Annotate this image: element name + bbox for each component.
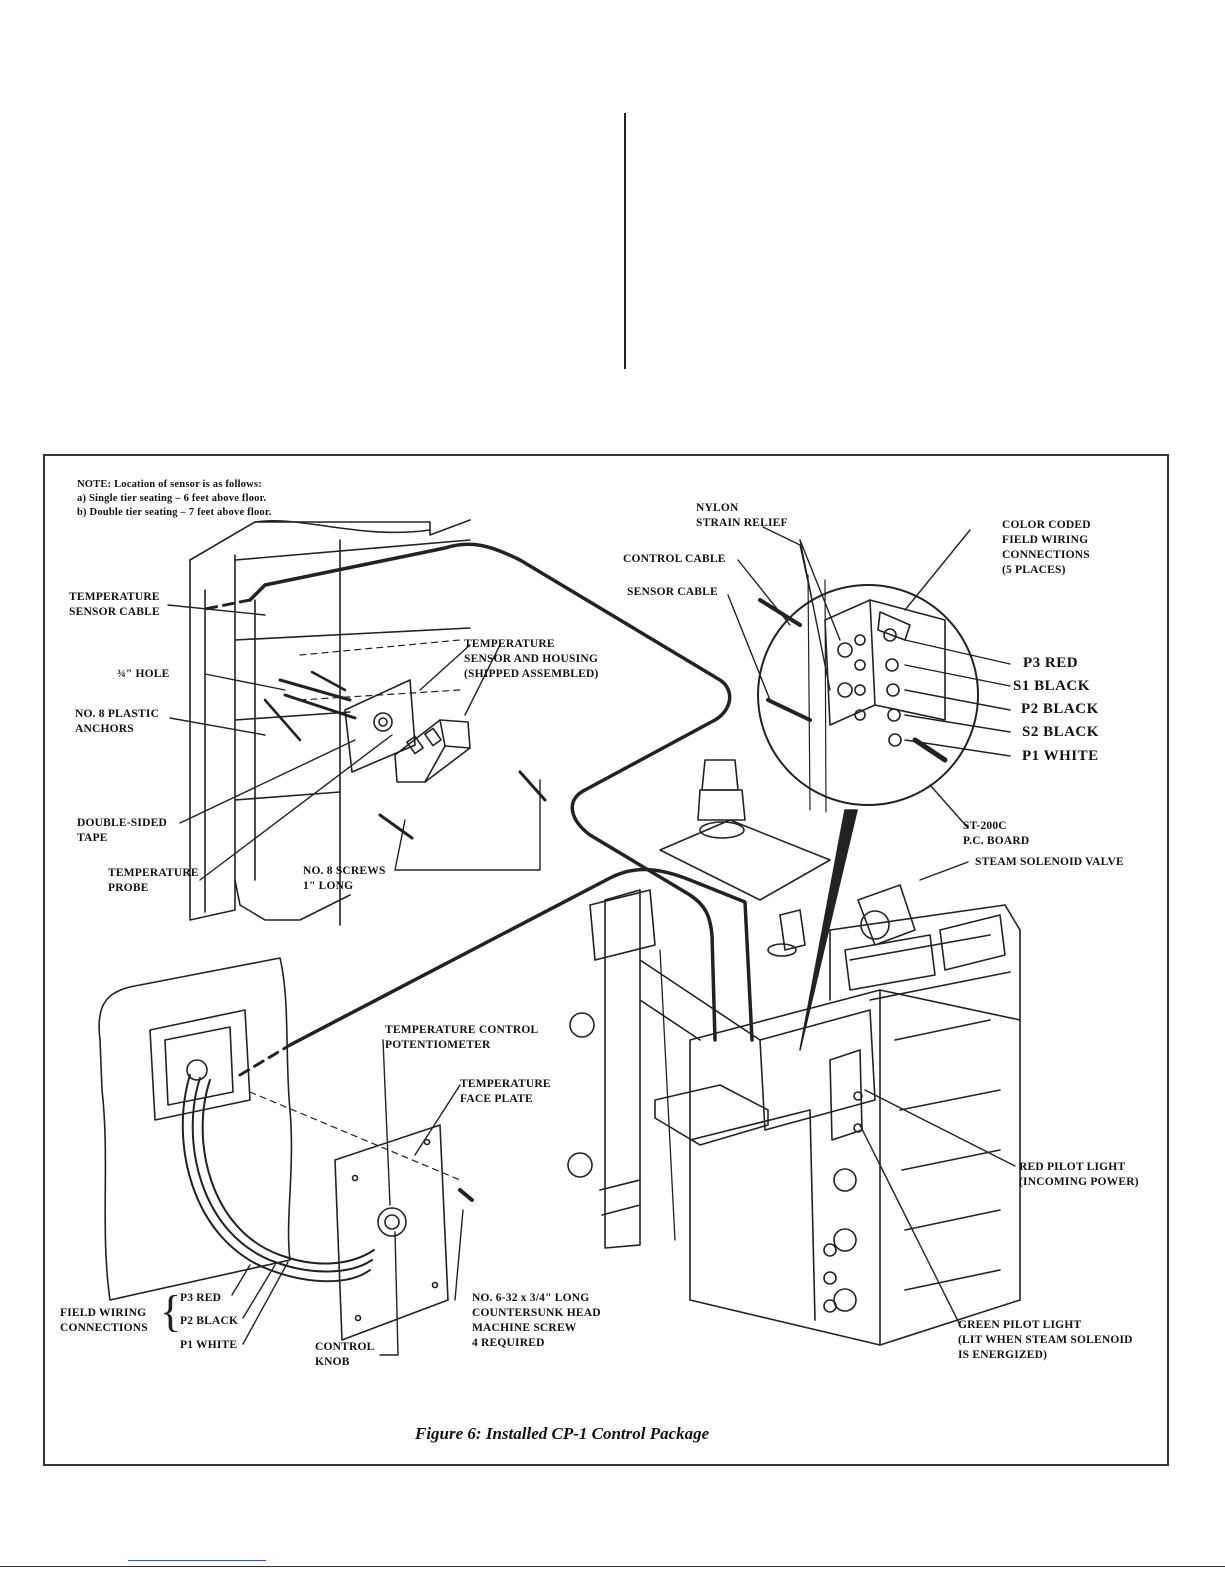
screws-and-anchors (263, 639, 547, 840)
label-nylon-strain-relief: NYLON STRAIN RELIEF (696, 502, 788, 529)
label-field-wire-p1-white: P1 WHITE (180, 1339, 238, 1351)
page-footer-rule (0, 1566, 1225, 1567)
label-terminal-s2-black: S2 BLACK (1022, 724, 1099, 740)
steam-generator-drawing (654, 904, 1021, 1346)
label-sensor-cable: SENSOR CABLE (627, 586, 718, 598)
solenoid-valve-drawing (767, 884, 1006, 991)
sauna-wall-drawing (189, 519, 471, 926)
field-wires-drawing (181, 1074, 375, 1283)
label-terminal-p2-black: P2 BLACK (1021, 701, 1099, 717)
sensor-cable-line (248, 542, 732, 1042)
leader-lines (167, 526, 1016, 1356)
control-cable-line (288, 867, 754, 1047)
label-control-knob: CONTROL KNOB (315, 1341, 375, 1368)
safety-valve-drawing (659, 759, 831, 901)
label-field-wire-p3-red: P3 RED (180, 1292, 222, 1304)
label-sensor-housing: TEMPERATURE SENSOR AND HOUSING (SHIPPED … (464, 638, 599, 680)
label-green-pilot-light: GREEN PILOT LIGHT (LIT WHEN STEAM SOLENO… (958, 1319, 1133, 1361)
figure-frame (43, 454, 1169, 1466)
wall-panel-drawing (98, 957, 293, 1301)
sensor-housing-drawing (344, 679, 471, 783)
label-pc-board: ST-200C P.C. BOARD (963, 820, 1030, 847)
field-wiring-brace: { (160, 1287, 182, 1336)
sensor-cable-dashed (198, 598, 252, 612)
label-color-coded-connections: COLOR CODED FIELD WIRING CONNECTIONS (5 … (1002, 519, 1091, 576)
label-no8-screws: NO. 8 SCREWS 1" LONG (303, 865, 386, 892)
label-red-pilot-light: RED PILOT LIGHT (INCOMING POWER) (1019, 1161, 1139, 1188)
footer-link-underline (128, 1560, 266, 1561)
label-double-sided-tape: DOUBLE-SIDED TAPE (77, 817, 167, 844)
label-terminal-p1-white: P1 WHITE (1022, 748, 1099, 764)
detail-circle (757, 574, 979, 813)
label-terminal-s1-black: S1 BLACK (1013, 678, 1090, 694)
face-plate-drawing (249, 1091, 474, 1341)
label-field-wiring-connections: FIELD WIRING CONNECTIONS (60, 1307, 148, 1334)
label-machine-screw: NO. 6-32 x 3/4" LONG COUNTERSUNK HEAD MA… (472, 1292, 601, 1349)
label-temperature-face-plate: TEMPERATURE FACE PLATE (460, 1078, 551, 1105)
label-control-cable: CONTROL CABLE (623, 553, 726, 565)
label-field-wire-p2-black: P2 BLACK (180, 1315, 239, 1327)
column-divider-line (624, 113, 626, 369)
label-temperature-probe: TEMPERATURE PROBE (108, 867, 199, 894)
label-hole: ¾" HOLE (117, 668, 170, 680)
label-steam-solenoid-valve: STEAM SOLENOID VALVE (975, 856, 1124, 868)
label-plastic-anchors: NO. 8 PLASTIC ANCHORS (75, 708, 160, 735)
detail-pointer-wedge (799, 809, 858, 1051)
figure-caption: Figure 6: Installed CP-1 Control Package (415, 1424, 710, 1443)
label-temperature-sensor-cable: TEMPERATURE SENSOR CABLE (69, 591, 160, 618)
label-temperature-control-potentiometer: TEMPERATURE CONTROL POTENTIOMETER (385, 1024, 539, 1051)
sensor-location-note: NOTE: Location of sensor is as follows: … (77, 479, 272, 518)
water-column-drawing (567, 889, 761, 1249)
label-terminal-p3-red: P3 RED (1023, 655, 1079, 671)
